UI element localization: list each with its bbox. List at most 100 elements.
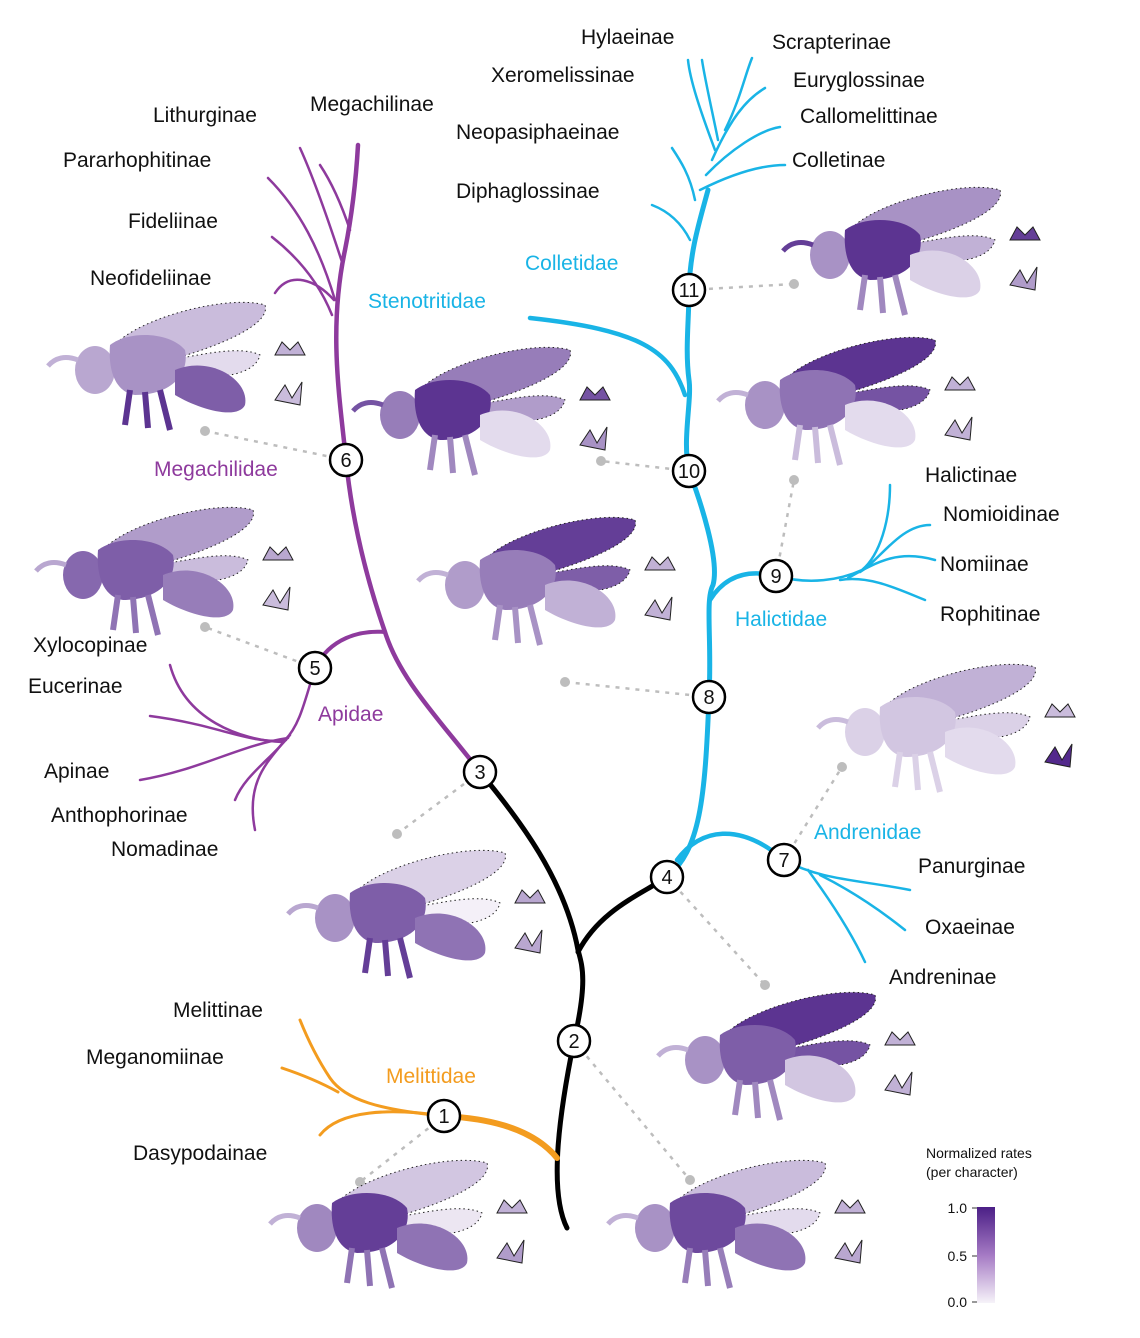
svg-text:1: 1	[438, 1106, 449, 1128]
bee-b5	[34, 506, 294, 636]
label-colletinae: Colletinae	[792, 149, 885, 172]
label-lithurginae: Lithurginae	[153, 104, 257, 127]
bee-antenna	[816, 717, 849, 730]
node-4: 4	[649, 859, 685, 895]
bee-abdomen	[545, 580, 616, 628]
melittidae-clade	[280, 1018, 560, 1161]
svg-text:11: 11	[679, 280, 700, 302]
bee-genitalia-glyph	[579, 426, 608, 451]
bee-abdomen	[845, 400, 916, 448]
connector-5	[204, 625, 316, 670]
node-11: 11	[671, 272, 707, 308]
label-anthophorinae: Anthophorinae	[51, 804, 188, 827]
node-6: 6	[328, 442, 364, 478]
bee-genitalia-glyph	[262, 586, 291, 611]
svg-text:3: 3	[474, 762, 485, 784]
bee-b4	[656, 991, 916, 1121]
branch-nomadinae	[251, 666, 317, 832]
bee-legs	[362, 937, 413, 979]
bee-abdomen	[785, 1055, 856, 1103]
connector-8	[564, 680, 710, 699]
bee-thorax	[331, 1192, 408, 1253]
family-melittidae: Melittidae	[386, 1065, 476, 1088]
connector-3	[396, 770, 481, 836]
bee-abdomen	[910, 250, 981, 298]
connector-11	[688, 282, 795, 292]
family-andrenidae: Andrenidae	[814, 821, 921, 844]
branch-scrapterinae	[723, 56, 754, 132]
bee-legs	[682, 1247, 733, 1289]
bee-head	[63, 551, 103, 599]
stenotritidae-stem	[527, 315, 688, 398]
bee-thorax	[669, 1192, 746, 1253]
family-labels: Melittidae Apidae Megachilidae Andrenida…	[154, 252, 921, 1088]
bee-genitalia-glyph	[834, 1239, 863, 1264]
branch-eucerinae	[148, 714, 288, 742]
label-andreninae: Andreninae	[889, 966, 996, 989]
bee-abdomen	[397, 1223, 468, 1271]
connector-7	[782, 766, 844, 861]
bee-mouth-glyph	[834, 1199, 866, 1214]
bee-head	[845, 708, 885, 756]
bee-mouth-glyph	[274, 341, 306, 356]
label-nomioidinae: Nomioidinae	[943, 503, 1060, 526]
bee-mouth-glyph	[579, 386, 611, 401]
stem-to-node-4	[575, 874, 670, 955]
stem-branch	[477, 769, 586, 1231]
node-9: 9	[758, 558, 794, 594]
label-nomadinae: Nomadinae	[111, 838, 218, 861]
bee-legs	[344, 1247, 395, 1289]
label-nomiinae: Nomiinae	[940, 553, 1029, 576]
bee-thorax	[479, 549, 556, 610]
label-xeromelissinae: Xeromelissinae	[491, 64, 635, 87]
bee-mouth-glyph	[884, 1031, 916, 1046]
bee-head	[745, 381, 785, 429]
bee-mouth-glyph	[944, 376, 976, 391]
bee-thorax	[719, 1024, 796, 1085]
svg-text:10: 10	[678, 461, 700, 483]
bee-genitalia-glyph	[496, 1239, 525, 1264]
branch-anthophorinae	[233, 733, 292, 802]
branch-andreninae	[806, 868, 867, 964]
apidae-megachilidae-clade	[138, 142, 483, 832]
branch-diphaglossinae	[650, 203, 692, 242]
label-dasypodainae: Dasypodainae	[133, 1142, 267, 1165]
family-stenotritidae: Stenotritidae	[368, 290, 486, 313]
bee-antenna	[781, 240, 814, 253]
label-hylaeinae: Hylaeinae	[581, 26, 674, 49]
melittidae-stem	[441, 1113, 560, 1161]
legend-tick-max: 1.0	[948, 1200, 968, 1216]
label-neofideliinae: Neofideliinae	[90, 267, 211, 290]
nodes: 1 2 3 4 5 6 7 8 9 10 11	[297, 272, 802, 1134]
bee-legs	[857, 274, 908, 316]
branch-megachilinae-sister	[318, 163, 352, 232]
bee-legs	[122, 389, 173, 431]
bee-abdomen	[480, 410, 551, 458]
bee-b7	[816, 663, 1076, 793]
bee-antenna	[656, 1045, 689, 1058]
label-eucerinae: Eucerinae	[28, 675, 123, 698]
bee-b6	[46, 301, 306, 431]
family-colletidae: Colletidae	[525, 252, 618, 275]
family-apidae: Apidae	[318, 703, 383, 726]
connector-4	[666, 876, 766, 986]
label-diphaglossinae: Diphaglossinae	[456, 180, 600, 203]
node-2: 2	[556, 1023, 592, 1059]
svg-text:6: 6	[340, 450, 351, 472]
bee-b2	[606, 1159, 866, 1289]
label-halictinae: Halictinae	[925, 464, 1017, 487]
bee-thorax	[779, 369, 856, 430]
bee-mouth-glyph	[262, 546, 294, 561]
node-1: 1	[426, 1098, 462, 1134]
node-3: 3	[462, 754, 498, 790]
andrenidae-stem	[674, 831, 787, 863]
bee-genitalia-glyph	[514, 929, 543, 954]
bee-mouth-glyph	[1009, 226, 1041, 241]
bee-b1	[268, 1159, 528, 1289]
bee-genitalia-glyph	[644, 596, 673, 621]
bee-genitalia-glyph	[1044, 743, 1073, 768]
stem-branches	[477, 769, 670, 1231]
bee-thorax	[879, 696, 956, 757]
bee-b10	[351, 346, 611, 476]
connector-2	[573, 1040, 691, 1181]
